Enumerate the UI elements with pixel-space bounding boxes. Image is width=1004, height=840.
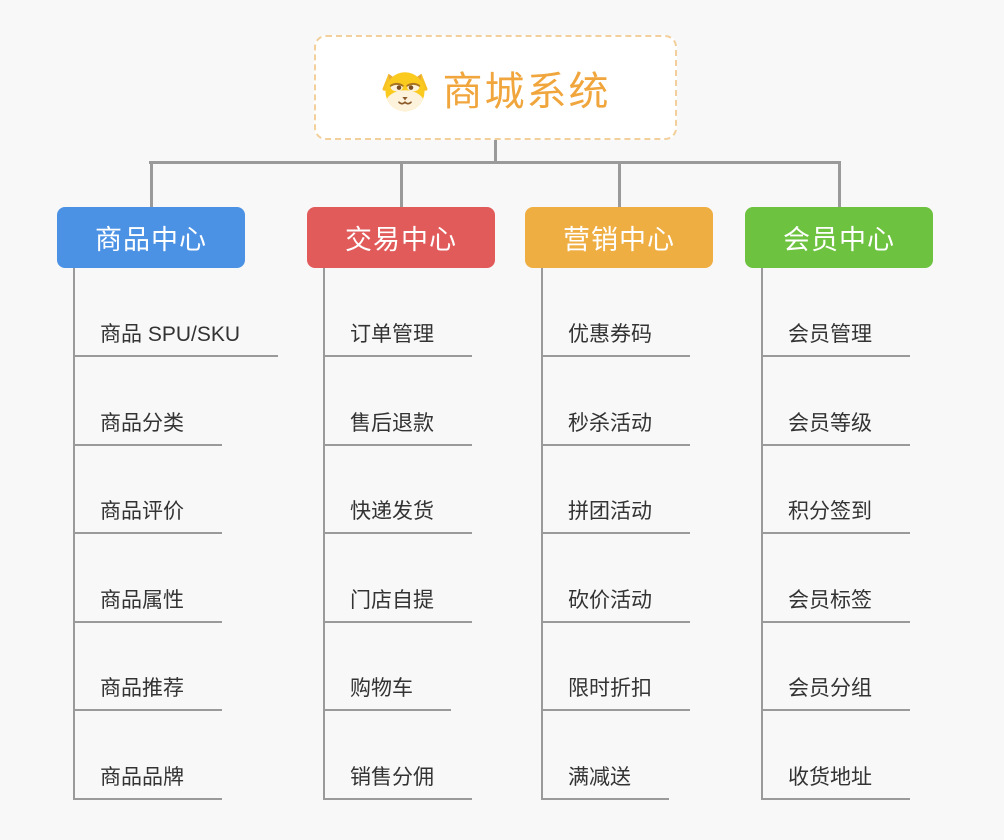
child-topic[interactable]: 商品品牌 bbox=[73, 765, 222, 800]
child-topic[interactable]: 商品推荐 bbox=[73, 676, 222, 711]
child-topic[interactable]: 优惠券码 bbox=[541, 322, 690, 357]
connector-branch-drop bbox=[399, 161, 403, 207]
child-topic[interactable]: 商品属性 bbox=[73, 588, 222, 623]
child-topic[interactable]: 会员等级 bbox=[761, 411, 910, 446]
connector-branch-trunk bbox=[323, 268, 325, 800]
child-topic[interactable]: 拼团活动 bbox=[541, 499, 690, 534]
connector-root-drop bbox=[494, 140, 497, 164]
branch-header[interactable]: 商品中心 bbox=[57, 207, 245, 268]
branch-header[interactable]: 会员中心 bbox=[745, 207, 933, 268]
doge-icon bbox=[382, 71, 427, 111]
child-topic[interactable]: 售后退款 bbox=[323, 411, 472, 446]
child-topic[interactable]: 会员标签 bbox=[761, 588, 910, 623]
connector-branch-drop bbox=[149, 161, 153, 207]
child-topic[interactable]: 秒杀活动 bbox=[541, 411, 690, 446]
child-topic[interactable]: 商品评价 bbox=[73, 499, 222, 534]
branch-header[interactable]: 营销中心 bbox=[525, 207, 713, 268]
child-topic[interactable]: 会员分组 bbox=[761, 676, 910, 711]
connector-horizontal-bar bbox=[149, 161, 841, 164]
child-topic[interactable]: 订单管理 bbox=[323, 322, 472, 357]
connector-branch-trunk bbox=[541, 268, 543, 800]
connector-branch-trunk bbox=[761, 268, 763, 800]
child-topic[interactable]: 限时折扣 bbox=[541, 676, 690, 711]
child-topic[interactable]: 销售分佣 bbox=[323, 765, 472, 800]
child-topic[interactable]: 快递发货 bbox=[323, 499, 472, 534]
child-topic[interactable]: 积分签到 bbox=[761, 499, 910, 534]
connector-branch-drop bbox=[837, 161, 841, 207]
child-topic[interactable]: 商品 SPU/SKU bbox=[73, 322, 279, 357]
connector-branch-trunk bbox=[73, 268, 75, 800]
child-topic[interactable]: 商品分类 bbox=[73, 411, 222, 446]
root-title: 商城系统 bbox=[442, 69, 611, 114]
child-topic[interactable]: 门店自提 bbox=[323, 588, 472, 623]
root-node[interactable]: 商城系统 bbox=[314, 35, 677, 140]
child-topic[interactable]: 购物车 bbox=[323, 676, 451, 711]
branch-header[interactable]: 交易中心 bbox=[307, 207, 495, 268]
connector-branch-drop bbox=[617, 161, 621, 207]
child-topic[interactable]: 收货地址 bbox=[761, 765, 910, 800]
child-topic[interactable]: 砍价活动 bbox=[541, 588, 690, 623]
child-topic[interactable]: 会员管理 bbox=[761, 322, 910, 357]
child-topic[interactable]: 满减送 bbox=[541, 765, 669, 800]
